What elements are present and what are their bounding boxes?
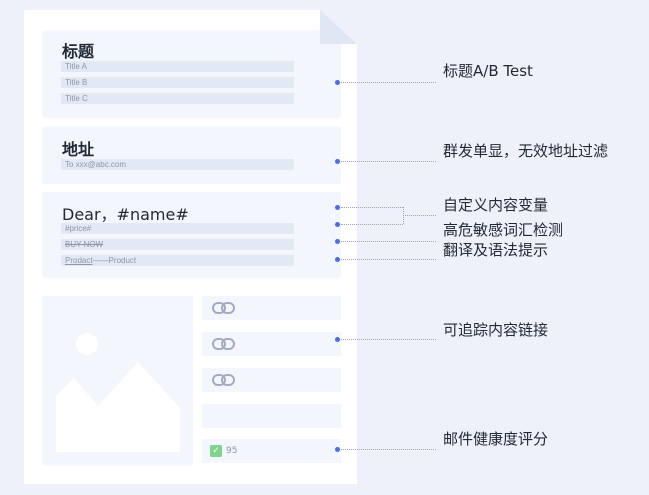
link-row-3 <box>202 368 341 392</box>
label-group-send: 群发单显，无效地址过滤 <box>443 142 609 160</box>
marker-dot <box>335 447 340 452</box>
subject-line-c: Title C <box>61 93 294 104</box>
link-row-1 <box>202 296 341 320</box>
label-health: 邮件健康度评分 <box>443 430 549 448</box>
label-custom-var: 自定义内容变量 <box>443 196 549 214</box>
body-card: Dear，#name# #price# BUY NOW Prodact——Pro… <box>42 192 341 278</box>
misspelled-word: Prodact <box>65 256 93 265</box>
greeting-title: Dear，#name# <box>62 205 189 224</box>
marker-dot <box>335 239 340 244</box>
leader-line <box>341 207 403 208</box>
address-card: 地址 To xxx@abc.com <box>42 126 341 184</box>
image-placeholder-icon <box>56 333 180 452</box>
subject-line-a: Title A <box>61 61 294 72</box>
marker-dot <box>335 257 340 262</box>
leader-line <box>403 215 436 216</box>
check-icon: ✓ <box>210 445 222 457</box>
marker-dot <box>335 205 340 210</box>
leader-line <box>341 224 403 225</box>
link-icon[interactable] <box>212 302 236 314</box>
leader-line <box>341 259 436 260</box>
separator: —— <box>92 256 109 265</box>
leader-line <box>341 241 436 242</box>
leader-line <box>341 339 436 340</box>
marker-dot <box>335 80 340 85</box>
health-score-row: ✓ 95 <box>202 439 341 463</box>
marker-dot <box>335 159 340 164</box>
address-line: To xxx@abc.com <box>61 159 294 170</box>
image-placeholder <box>42 296 193 466</box>
grammar-hint: Prodact——Product <box>61 255 294 266</box>
link-icon[interactable] <box>212 338 236 350</box>
label-sensitive: 高危敏感词汇检测 <box>443 221 564 239</box>
empty-row <box>202 404 341 428</box>
suggested-word: Product <box>108 256 137 265</box>
price-variable: #price# <box>61 223 294 234</box>
label-ab-test: 标题A/B Test <box>443 62 533 80</box>
page-fold <box>320 10 357 44</box>
label-translate: 翻译及语法提示 <box>443 241 549 259</box>
label-trackable: 可追踪内容链接 <box>443 321 549 339</box>
health-score: 95 <box>226 446 238 456</box>
sensitive-word: BUY NOW <box>61 239 294 250</box>
link-row-2 <box>202 332 341 356</box>
subject-line-b: Title B <box>61 77 294 88</box>
subject-title: 标题 <box>62 42 95 61</box>
address-title: 地址 <box>62 140 95 159</box>
subject-card: 标题 Title A Title B Title C <box>42 30 341 118</box>
marker-dot <box>335 222 340 227</box>
link-icon[interactable] <box>212 374 236 386</box>
marker-dot <box>335 337 340 342</box>
leader-line <box>341 161 436 162</box>
leader-line <box>341 82 436 83</box>
email-document: 标题 Title A Title B Title C 地址 To xxx@abc… <box>24 10 357 484</box>
leader-line <box>341 449 436 450</box>
